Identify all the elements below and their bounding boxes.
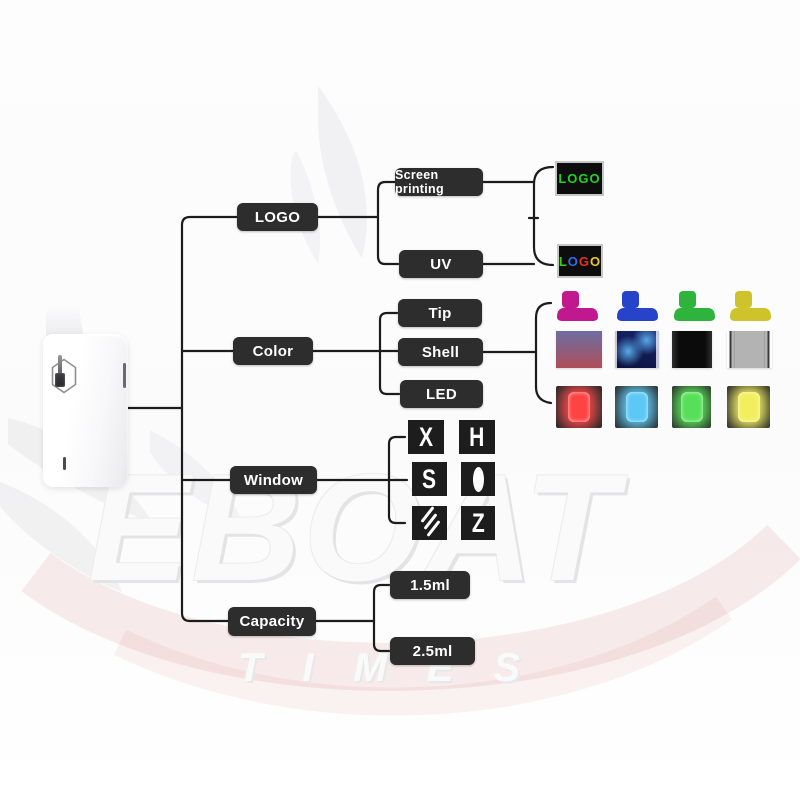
watermark-leaf-shape bbox=[318, 86, 367, 258]
node-screen-printing: Screen printing bbox=[395, 168, 483, 196]
watermark-brand-text: EBOAT bbox=[88, 443, 619, 613]
node-capacity-2-5ml: 2.5ml bbox=[390, 637, 475, 665]
led-swatch-green bbox=[672, 386, 711, 428]
wire-swatch-bracket bbox=[534, 301, 553, 405]
window-shape-z: Z bbox=[461, 506, 495, 540]
wire-logo-bracket bbox=[376, 180, 400, 266]
wire-trunk bbox=[180, 215, 239, 623]
node-capacity-1-5ml: 1.5ml bbox=[390, 571, 470, 599]
node-window: Window bbox=[230, 466, 317, 494]
device-oil-tube bbox=[58, 355, 62, 377]
logo-sample-uv: LOGO bbox=[559, 246, 601, 276]
window-shape-slashes bbox=[412, 506, 447, 540]
wire-window-bracket bbox=[387, 435, 407, 525]
watermark-wing-shape-3 bbox=[150, 430, 242, 522]
tip-swatch-yellow bbox=[730, 291, 771, 321]
device-side-slot bbox=[123, 363, 126, 388]
watermark-red-swoosh bbox=[21, 524, 800, 691]
tip-swatch-blue bbox=[617, 291, 658, 321]
window-shape-oval bbox=[461, 462, 495, 496]
node-logo: LOGO bbox=[237, 203, 318, 231]
led-swatch-red bbox=[556, 386, 602, 428]
logo-sample-uv-text: LOGO bbox=[558, 253, 602, 269]
wire-logo-sample-bracket bbox=[532, 165, 555, 267]
shell-swatch-galaxy bbox=[615, 331, 659, 368]
node-tip: Tip bbox=[398, 299, 482, 327]
watermark-wing-shape-2 bbox=[0, 482, 122, 592]
led-swatch-cyan bbox=[615, 386, 658, 428]
window-glyph-z: Z bbox=[471, 507, 485, 538]
window-shape-s: S bbox=[412, 462, 447, 496]
tip-swatch-magenta bbox=[557, 291, 598, 321]
device-body bbox=[43, 334, 128, 487]
window-glyph-x: X bbox=[418, 421, 434, 452]
tip-swatch-green bbox=[674, 291, 715, 321]
node-capacity: Capacity bbox=[228, 607, 316, 636]
disposable-vape-device bbox=[30, 300, 140, 495]
shell-swatch-black bbox=[672, 331, 712, 368]
logo-sample-screen: LOGO bbox=[557, 163, 602, 194]
led-swatch-yellow bbox=[727, 386, 770, 428]
node-color: Color bbox=[233, 337, 313, 365]
shell-swatch-silver bbox=[727, 331, 772, 368]
window-glyph-s: S bbox=[422, 463, 437, 494]
shell-swatch-gradient bbox=[556, 331, 602, 368]
window-shape-x: X bbox=[408, 420, 444, 454]
logo-sample-screen-text: LOGO bbox=[558, 171, 601, 186]
node-shell: Shell bbox=[398, 338, 483, 366]
wire-capacity-bracket bbox=[372, 583, 391, 653]
wire-color-bracket bbox=[378, 311, 401, 396]
window-glyph-h: H bbox=[469, 421, 485, 452]
wire-group bbox=[126, 165, 555, 653]
node-led: LED bbox=[400, 380, 483, 408]
watermark-red-swoosh-2 bbox=[113, 596, 732, 716]
window-shape-h: H bbox=[459, 420, 495, 454]
window-glyph-oval bbox=[472, 466, 484, 492]
node-uv: UV bbox=[399, 250, 483, 278]
device-oil-cell bbox=[55, 373, 65, 387]
device-led-indicator bbox=[63, 457, 66, 470]
